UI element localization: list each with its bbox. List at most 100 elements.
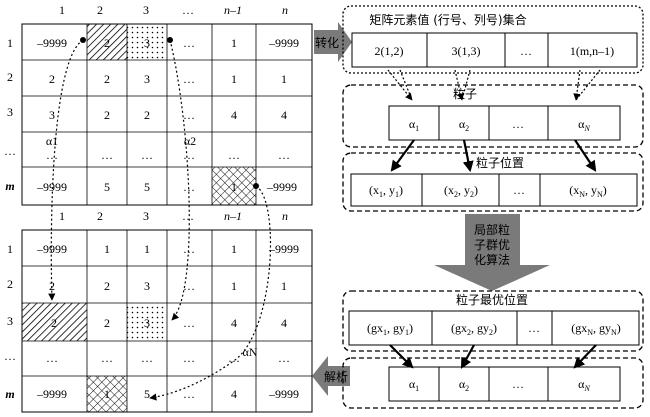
matrix-cell: … <box>183 387 195 401</box>
matrix-cell: 4 <box>281 108 287 122</box>
matrix-cell: … <box>183 148 195 162</box>
matrix-cell: –9999 <box>268 387 299 401</box>
matrix-cell: 2 <box>104 36 110 50</box>
matrix-cell: 2 <box>104 316 110 330</box>
col-header: n–1 <box>224 3 242 17</box>
matrix-cell: 2 <box>104 108 110 122</box>
matrix-cell: 4 <box>231 108 237 122</box>
pso-label-line: 化算法 <box>474 252 510 267</box>
col-header: 2 <box>97 209 103 223</box>
mapping-dots <box>80 37 259 189</box>
alpha2-annotation: α2 <box>184 134 196 148</box>
row-header: 2 <box>7 277 13 291</box>
position-item: (x2, y2) <box>444 183 478 199</box>
matrix-cell: 1 <box>281 279 287 293</box>
row-header: m <box>5 179 14 193</box>
col-header: n–1 <box>224 209 242 223</box>
matrix-cell: 5 <box>144 180 150 194</box>
element-set-box: 矩阵元素值 (行号、列号)集合 2(1,2) 3(1,3) … 1(m,n–1) <box>342 5 644 74</box>
alpha1-annotation: α1 <box>46 134 58 148</box>
row-header: 3 <box>7 105 13 119</box>
matrix-cell: … <box>183 36 195 50</box>
matrix-cell: 2 <box>49 72 55 86</box>
matrix-cell: –9999 <box>36 242 67 256</box>
matrix-cell: 4 <box>231 316 237 330</box>
matrix-cell: 1 <box>231 279 237 293</box>
matrix-cell: 3 <box>144 279 150 293</box>
matrix-cell: –9999 <box>268 242 299 256</box>
matrix-cell: … <box>46 148 58 162</box>
particle-box: 粒子 α1 α2 … αN <box>342 84 644 148</box>
row-headers-bottom: 1 2 3 … m <box>4 242 16 401</box>
best-position-box: 粒子最优位置 (gx1, gy1) (gx2, gy2) … (gxN, gyN… <box>342 290 644 352</box>
result-item: α1 <box>409 377 419 393</box>
matrix-cell: … <box>46 351 58 365</box>
best-item: (gxN, gyN) <box>571 321 621 337</box>
matrix-cell: 5 <box>144 387 150 401</box>
col-header: … <box>182 3 194 17</box>
matrix-cell: 3 <box>49 108 55 122</box>
matrix-cell: 1 <box>231 180 237 194</box>
matrix-cell: –9999 <box>36 180 67 194</box>
matrix-cell: 1 <box>104 242 110 256</box>
matrix-cell: 2 <box>104 72 110 86</box>
position-item: (xN, yN) <box>569 183 607 199</box>
matrix-cell: … <box>183 72 195 86</box>
matrix-cell: 3 <box>144 36 150 50</box>
particle-to-position-arrows <box>390 139 597 173</box>
result-particle-box: α1 α2 … αN <box>342 357 644 409</box>
matrix-bottom: –9999 1 1 … 1 –9999 2 2 3 … 1 1 2 2 3 … … <box>21 229 313 413</box>
col-header: n <box>282 3 288 17</box>
matrix-cell: … <box>141 148 153 162</box>
matrix-cell: … <box>183 351 195 365</box>
matrix-cell: … <box>228 351 240 365</box>
col-header: 3 <box>143 209 149 223</box>
matrix-cell: 2 <box>51 316 57 330</box>
matrix-cell: … <box>278 148 290 162</box>
best-to-result-arrows <box>389 344 597 369</box>
matrix-cell: … <box>183 242 195 256</box>
matrix-cell: –9999 <box>36 387 67 401</box>
row-header: 1 <box>7 242 13 256</box>
transform-arrow: 转化 <box>314 22 352 62</box>
row-header: 3 <box>7 314 13 328</box>
best-box-title: 粒子最优位置 <box>456 292 528 307</box>
particle-item: α2 <box>459 117 469 133</box>
matrix-cell: –9999 <box>266 180 297 194</box>
matrix-cell: 2 <box>49 279 55 293</box>
best-item: (gx2, gy2) <box>451 321 497 337</box>
row-header: 2 <box>7 70 13 84</box>
col-header: 3 <box>143 3 149 17</box>
particle-item: α1 <box>409 117 419 133</box>
col-header: n <box>282 209 288 223</box>
result-item: α2 <box>459 377 469 393</box>
row-header: m <box>5 387 14 401</box>
set-item: … <box>520 44 532 58</box>
best-item: … <box>528 321 540 335</box>
matrix-cell: 1 <box>104 387 110 401</box>
matrix-cell: 3 <box>144 316 150 330</box>
position-item: … <box>513 183 525 197</box>
column-headers-top: 1 2 3 … n–1 n <box>59 3 288 17</box>
alphaN-annotation: αN <box>243 345 258 359</box>
matrix-top: –9999 2 3 … 1 –9999 2 2 3 … 1 1 3 2 2 … … <box>21 23 313 206</box>
set-box-title: 矩阵元素值 (行号、列号)集合 <box>369 12 526 27</box>
matrix-cell: … <box>101 351 113 365</box>
position-box-title: 粒子位置 <box>476 155 524 170</box>
matrix-cell: 2 <box>144 108 150 122</box>
set-item: 3(1,3) <box>452 44 481 58</box>
matrix-cell: 5 <box>104 180 110 194</box>
matrix-cell: –9999 <box>268 36 299 50</box>
transform-label: 转化 <box>315 35 339 50</box>
matrix-cell: 2 <box>104 279 110 293</box>
matrix-cell: 1 <box>231 242 237 256</box>
matrix-cell: 1 <box>231 72 237 86</box>
row-header: 1 <box>7 36 13 50</box>
matrix-cell: 1 <box>231 36 237 50</box>
row-header: … <box>4 349 16 363</box>
matrix-cell: … <box>183 316 195 330</box>
result-item: αN <box>578 377 590 393</box>
matrix-cell: … <box>183 279 195 293</box>
matrix-cell: … <box>183 108 195 122</box>
pso-label-line: 局部粒 <box>474 222 510 237</box>
